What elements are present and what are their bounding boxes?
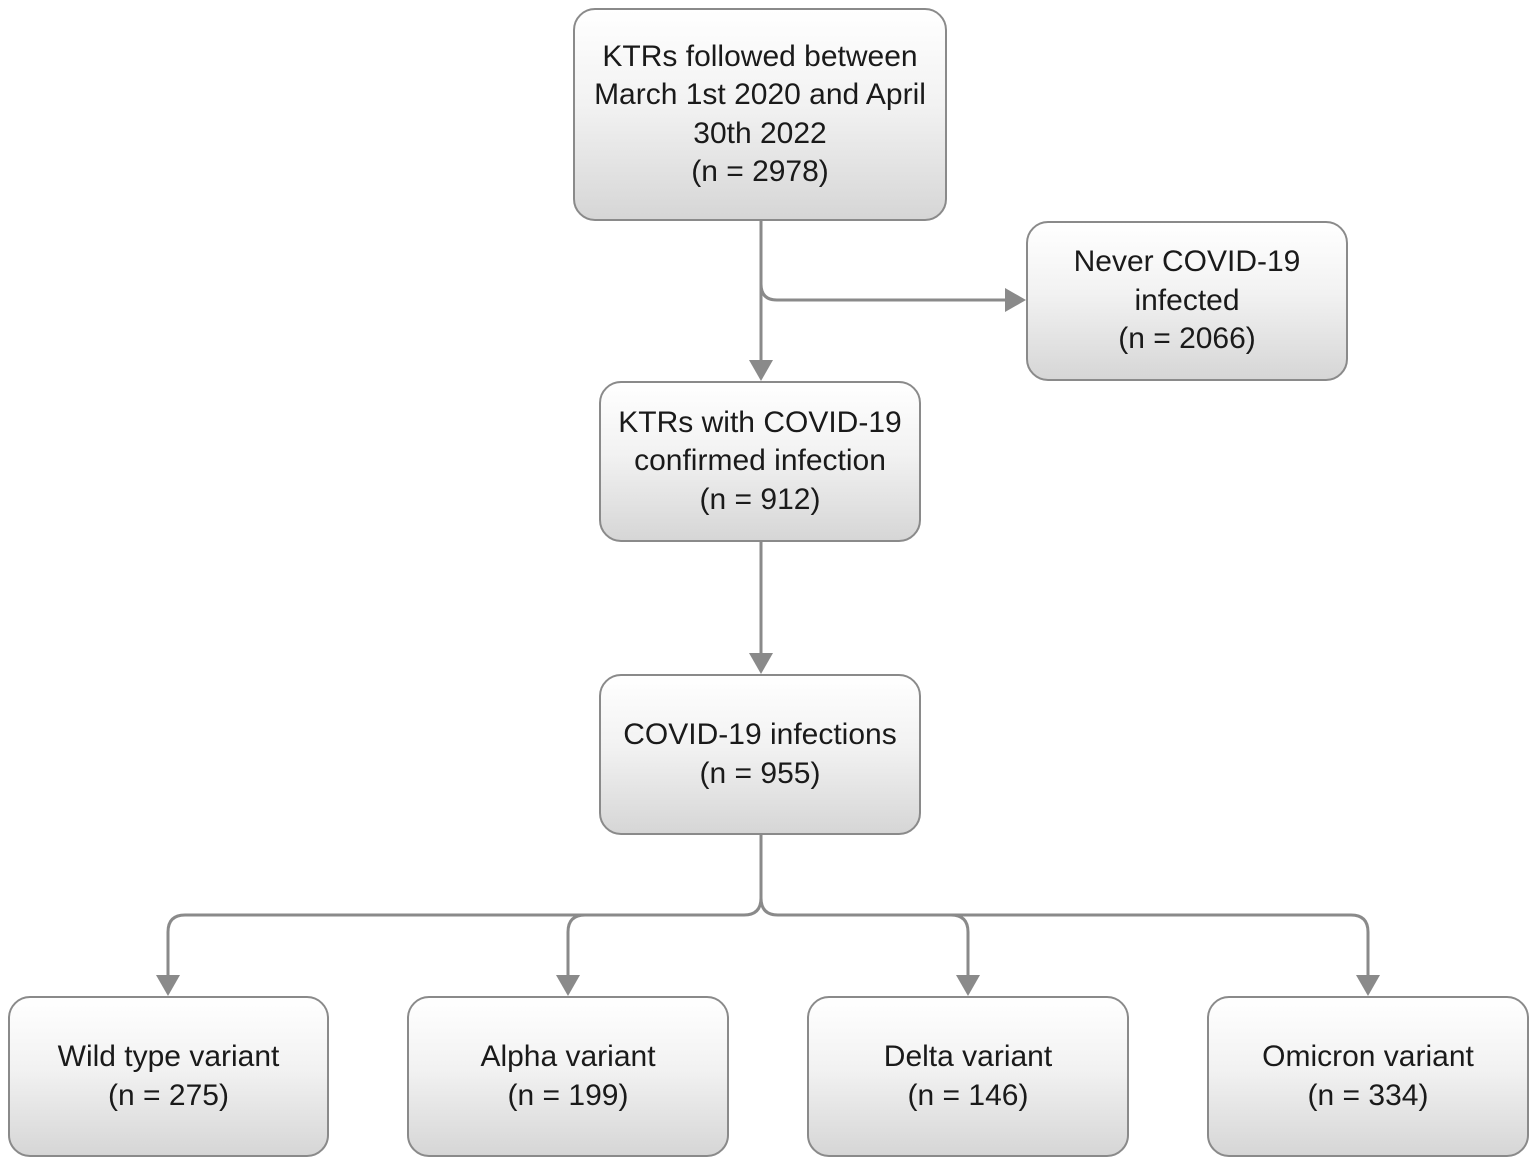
node-line: Delta variant	[883, 1040, 1053, 1073]
node-line: Never COVID-19	[1073, 245, 1301, 279]
node-line: KTRs followed between	[602, 39, 918, 73]
node-line: (n = 199)	[507, 1078, 629, 1112]
arrowhead-wild-type	[156, 975, 180, 996]
node-line: KTRs with COVID-19	[618, 405, 902, 439]
node-confirmed-infection: KTRs with COVID-19 confirmed infection (…	[599, 381, 921, 542]
node-line: March 1st 2020 and April	[594, 78, 926, 111]
node-omicron-variant: Omicron variant (n = 334)	[1207, 996, 1529, 1157]
connector-split-delta	[950, 913, 970, 978]
node-line: confirmed infection	[634, 444, 886, 478]
connector-split-right	[759, 897, 1370, 978]
node-line: (n = 2066)	[1118, 322, 1256, 356]
node-line: (n = 334)	[1307, 1078, 1429, 1112]
node-line: COVID-19 infections	[623, 718, 897, 751]
node-never-infected: Never COVID-19 infected (n = 2066)	[1026, 221, 1348, 381]
node-line: Alpha variant	[480, 1040, 656, 1073]
node-line: (n = 146)	[907, 1078, 1029, 1112]
node-alpha-variant: Alpha variant (n = 199)	[407, 996, 729, 1157]
node-line: (n = 275)	[108, 1078, 229, 1112]
node-line: (n = 955)	[699, 756, 821, 790]
node-line: 30th 2022	[693, 116, 827, 150]
arrowhead-omicron	[1356, 975, 1380, 996]
connector-split-left	[166, 897, 763, 978]
arrowhead-delta	[956, 975, 980, 996]
node-delta-variant: Delta variant (n = 146)	[807, 996, 1129, 1157]
node-line: (n = 2978)	[691, 155, 829, 188]
node-line: (n = 912)	[699, 482, 821, 516]
arrowhead-confirmed	[749, 360, 773, 381]
node-ktrs-followed: KTRs followed between March 1st 2020 and…	[573, 8, 947, 221]
connector-split-alpha	[566, 913, 586, 978]
arrow-start-to-never-infected	[759, 270, 1008, 302]
arrowhead-never-infected	[1005, 288, 1026, 312]
node-covid-infections: COVID-19 infections (n = 955)	[599, 674, 921, 835]
arrowhead-infections	[749, 653, 773, 674]
arrowhead-alpha	[556, 975, 580, 996]
node-line: Wild type variant	[57, 1040, 280, 1073]
node-wild-type-variant: Wild type variant (n = 275)	[8, 996, 329, 1157]
node-line: Omicron variant	[1262, 1040, 1474, 1073]
node-line: infected	[1134, 283, 1240, 317]
